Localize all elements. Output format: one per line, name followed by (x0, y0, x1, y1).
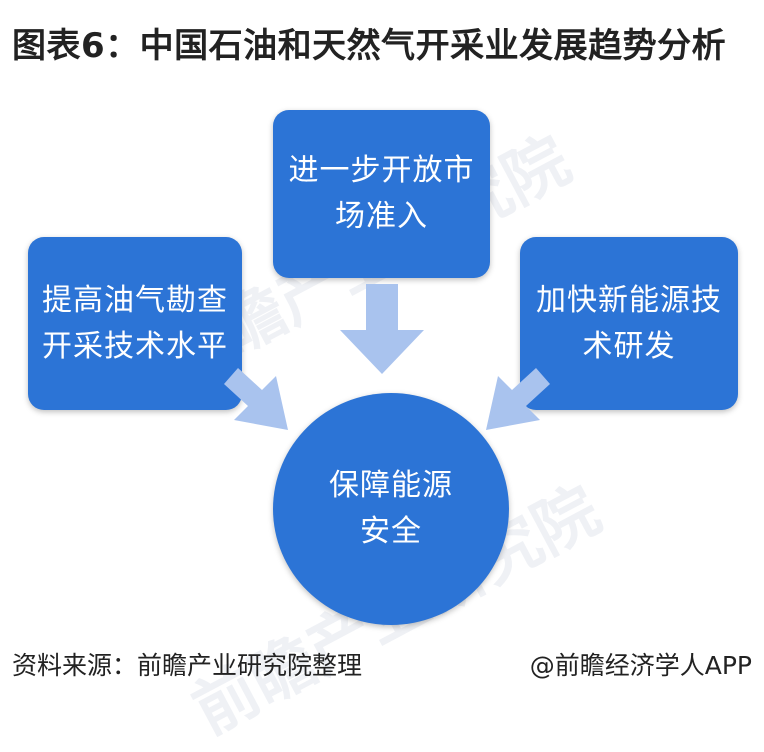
node-energy-security-line-2: 安全 (360, 514, 422, 549)
node-exploration-tech: 提高油气勘查 开采技术水平 (28, 237, 242, 410)
node-exploration-tech-line-1: 提高油气勘查 (42, 282, 228, 318)
chart-title: 图表6：中国石油和天然气开采业发展趋势分析 (12, 26, 727, 66)
node-market-access-line-1: 进一步开放市 (288, 153, 475, 188)
arrow-right-to-center (486, 368, 550, 430)
node-energy-security-line-1: 保障能源 (329, 468, 453, 503)
brand-credit: @前瞻经济学人APP (529, 651, 752, 680)
arrow-down (340, 284, 424, 374)
node-exploration-tech-line-2: 开采技术水平 (42, 328, 228, 364)
node-new-energy-rd: 加快新能源技 术研发 (520, 237, 738, 410)
node-energy-security: 保障能源 安全 (273, 393, 509, 625)
node-market-access: 进一步开放市 场准入 (273, 110, 490, 278)
node-market-access-line-2: 场准入 (335, 199, 428, 234)
arrow-left-to-center (224, 368, 288, 430)
node-new-energy-rd-line-1: 加快新能源技 (536, 282, 722, 318)
source-note: 资料来源：前瞻产业研究院整理 (12, 651, 363, 680)
node-new-energy-rd-line-2: 术研发 (582, 328, 676, 364)
